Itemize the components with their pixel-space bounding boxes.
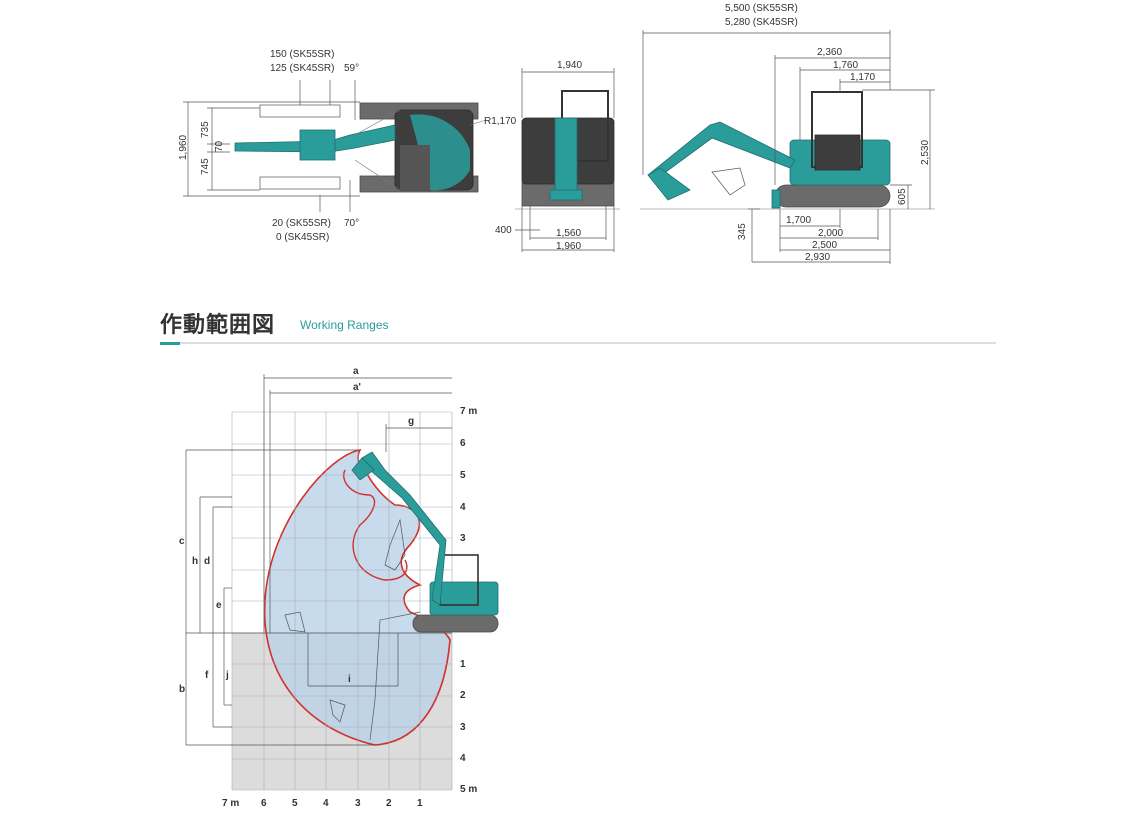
right-axis-6: 6 (460, 438, 466, 449)
range-letter-g: g (408, 416, 414, 427)
top-view-boom (234, 124, 396, 153)
top-view-swing-angle-bottom: 70° (344, 218, 359, 229)
side-view-dim-1760: 1,760 (833, 60, 858, 71)
side-view-seat (814, 134, 861, 171)
section-subtitle: Working Ranges (300, 318, 389, 332)
top-view-cab (400, 145, 430, 190)
range-ghost-bucket-left (329, 699, 346, 723)
top-view-lower-dim: 745 (200, 158, 211, 175)
side-view-length-sk55: 5,500 (SK55SR) (725, 3, 798, 14)
top-view-offset-lower-sk55: 20 (SK55SR) (272, 218, 331, 229)
section-divider (160, 342, 996, 344)
side-view-dim-2360: 2,360 (817, 47, 842, 58)
bottom-axis-1: 1 (417, 798, 423, 809)
section-title: 作動範囲図 (160, 312, 276, 337)
range-letter-f: f (205, 670, 209, 681)
side-view-height: 2,530 (920, 140, 931, 165)
top-view-offset-upper-sk45: 125 (SK45SR) (270, 63, 334, 74)
range-excavator-body (429, 581, 499, 616)
front-view-blade-height: 400 (495, 225, 512, 236)
top-view-counterweight-arc (410, 114, 470, 191)
right-axis-7m: 7 m (460, 406, 477, 417)
range-excavator-bucket (351, 457, 375, 481)
front-view-track-width: 1,960 (556, 241, 581, 252)
section-divider-accent (160, 342, 180, 345)
right-axis-neg-5m: 5 m (460, 784, 477, 795)
right-axis-neg-4: 4 (460, 753, 466, 764)
side-view-boom (647, 121, 796, 181)
side-view-length-sk45: 5,280 (SK45SR) (725, 17, 798, 28)
side-view-blade-drop: 345 (737, 223, 748, 240)
range-letter-c: c (179, 536, 185, 547)
right-axis-neg-2: 2 (460, 690, 466, 701)
top-view-overall-width: 1,960 (178, 135, 189, 160)
bottom-axis-7m: 7 m (222, 798, 239, 809)
top-view-swing-angle-top: 59° (344, 63, 359, 74)
top-view: 150 (SK55SR) 125 (SK45SR) 59° R1,170 1,9… (178, 49, 517, 243)
range-ghost-bucket-mid (384, 518, 406, 571)
side-view-bucket (647, 167, 691, 201)
right-axis-4: 4 (460, 502, 466, 513)
working-range-diagram: a a' g c h d e b f j i 7 m 6 5 4 3 1 2 3… (179, 366, 499, 809)
range-letter-a-prime: a' (353, 382, 361, 393)
top-view-boom-ghost-lower (259, 176, 341, 190)
front-view-bucket (549, 189, 583, 201)
range-letter-d: d (204, 556, 210, 567)
bottom-axis-3: 3 (355, 798, 361, 809)
side-view: 5,500 (SK55SR) 5,280 (SK45SR) 2,360 1,76… (640, 3, 935, 264)
range-letter-i: i (348, 674, 351, 685)
side-view-bucket-ghost (711, 167, 746, 196)
inner-envelope (343, 469, 408, 581)
top-view-boom-ghost-upper (259, 104, 341, 118)
bottom-axis-6: 6 (261, 798, 267, 809)
side-view-dim-1170: 1,170 (850, 72, 875, 83)
range-letter-j: j (225, 670, 229, 681)
right-axis-3: 3 (460, 533, 466, 544)
top-view-upper-dim: 735 (200, 121, 211, 138)
range-letter-b: b (179, 684, 185, 695)
side-view-dim-1700: 1,700 (786, 215, 811, 226)
top-view-offset-upper-sk55: 150 (SK55SR) (270, 49, 334, 60)
range-ghost-bucket-high (284, 611, 306, 633)
right-axis-neg-1: 1 (460, 659, 466, 670)
front-view-boom (554, 117, 578, 199)
range-excavator-track (412, 614, 499, 633)
range-ghost-arm-dig (369, 611, 421, 741)
side-view-track-height: 605 (897, 188, 908, 205)
top-view-offset-lower-sk45: 0 (SK45SR) (276, 232, 329, 243)
top-view-arm-head (299, 129, 336, 161)
front-view: 1,940 400 1,560 1,960 (495, 60, 620, 252)
range-letter-h: h (192, 556, 198, 567)
right-axis-5: 5 (460, 470, 466, 481)
side-view-blade (771, 189, 781, 209)
bottom-axis-4: 4 (323, 798, 329, 809)
range-letter-a: a (353, 366, 359, 377)
range-letter-e: e (216, 600, 222, 611)
side-view-dim-2500: 2,500 (812, 240, 837, 251)
top-view-radius: R1,170 (484, 116, 517, 127)
bottom-axis-5: 5 (292, 798, 298, 809)
side-view-dim-2930: 2,930 (805, 252, 830, 263)
side-view-track (774, 184, 891, 208)
front-view-track-gauge: 1,560 (556, 228, 581, 239)
front-view-cab-width: 1,940 (557, 60, 582, 71)
right-axis-neg-3: 3 (460, 722, 466, 733)
top-view-mid-dim: 70 (214, 140, 225, 152)
side-view-dim-2000: 2,000 (818, 228, 843, 239)
bottom-axis-2: 2 (386, 798, 392, 809)
